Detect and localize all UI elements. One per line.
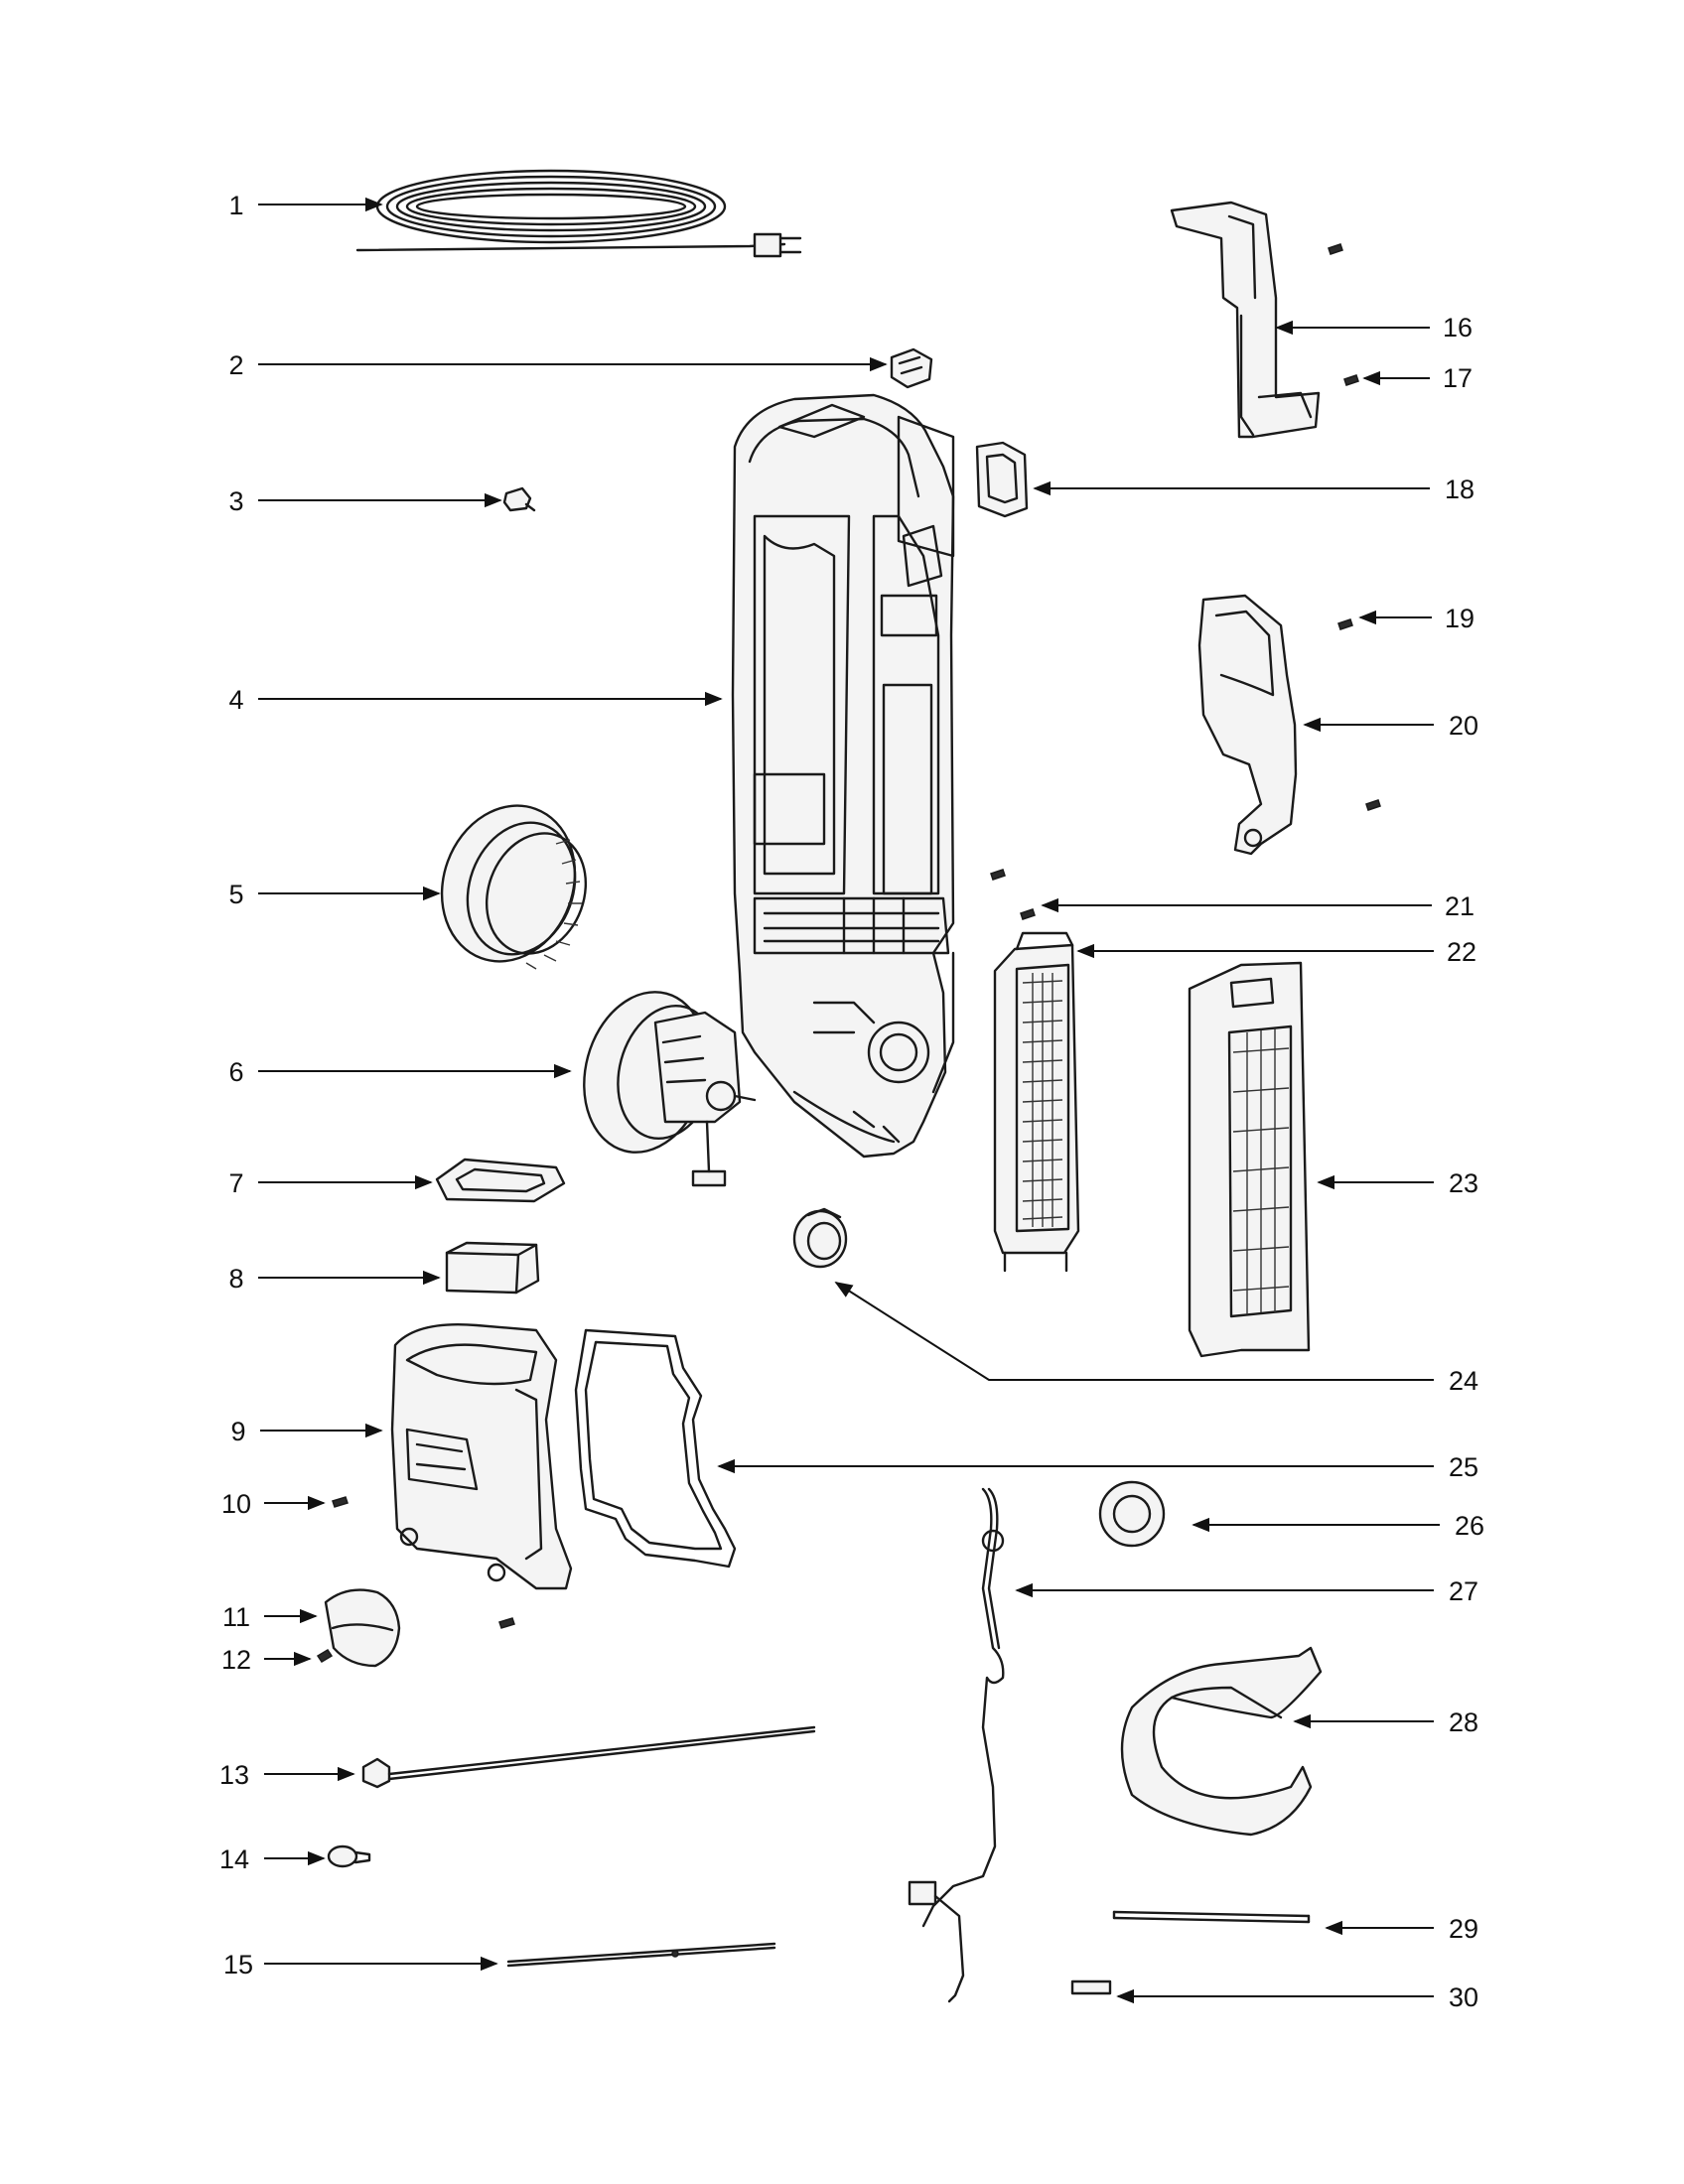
callout-label-3: 3 bbox=[228, 486, 243, 516]
callout-label-27: 27 bbox=[1449, 1576, 1478, 1606]
callout-22: 22 bbox=[1076, 937, 1476, 967]
grille-cover-part bbox=[1188, 961, 1311, 1358]
gasket-part bbox=[435, 1158, 566, 1203]
rod-29-part bbox=[1112, 1910, 1311, 1924]
callout-label-26: 26 bbox=[1455, 1511, 1484, 1541]
callout-16: 16 bbox=[1275, 313, 1473, 342]
latch-part bbox=[890, 347, 933, 389]
rod-knob-part bbox=[361, 1725, 816, 1789]
callout-label-22: 22 bbox=[1447, 937, 1476, 967]
callout-label-19: 19 bbox=[1445, 604, 1474, 633]
callout-label-10: 10 bbox=[221, 1489, 251, 1519]
screw-parts bbox=[316, 243, 1381, 1664]
wiring-harness-part bbox=[908, 1487, 1005, 2003]
power-cord-part bbox=[355, 169, 802, 258]
handle-bracket-part bbox=[1197, 594, 1298, 856]
callout-label-21: 21 bbox=[1445, 891, 1474, 921]
valve-knob-part bbox=[792, 1207, 848, 1269]
callout-label-7: 7 bbox=[228, 1168, 243, 1198]
motor-assembly-part bbox=[583, 991, 757, 1187]
callout-label-25: 25 bbox=[1449, 1452, 1478, 1482]
square-seal-part bbox=[975, 441, 1029, 518]
callout-label-23: 23 bbox=[1449, 1168, 1478, 1198]
callout-24: 24 bbox=[834, 1282, 1478, 1396]
small-knob-part bbox=[327, 1844, 371, 1868]
main-body-housing-part bbox=[731, 393, 955, 1159]
callout-label-1: 1 bbox=[228, 191, 243, 220]
callout-label-12: 12 bbox=[221, 1645, 251, 1675]
belt-ring-part bbox=[440, 804, 588, 970]
callout-label-30: 30 bbox=[1449, 1982, 1478, 2012]
callout-20: 20 bbox=[1303, 711, 1478, 741]
callout-28: 28 bbox=[1293, 1707, 1478, 1737]
large-gasket-part bbox=[574, 1328, 737, 1569]
callout-8: 8 bbox=[228, 1264, 441, 1294]
small-block-part bbox=[1070, 1979, 1112, 1995]
filter-frame-part bbox=[993, 931, 1080, 1273]
callout-15: 15 bbox=[223, 1950, 498, 1979]
callout-1: 1 bbox=[228, 191, 383, 220]
callout-label-15: 15 bbox=[223, 1950, 253, 1979]
callout-label-24: 24 bbox=[1449, 1366, 1478, 1396]
callout-label-14: 14 bbox=[219, 1844, 249, 1874]
callout-12: 12 bbox=[221, 1645, 312, 1675]
callout-label-20: 20 bbox=[1449, 711, 1478, 741]
callout-label-29: 29 bbox=[1449, 1914, 1478, 1944]
callout-label-13: 13 bbox=[219, 1760, 249, 1790]
callout-18: 18 bbox=[1033, 475, 1474, 504]
callout-label-2: 2 bbox=[228, 350, 243, 380]
callout-label-6: 6 bbox=[228, 1057, 243, 1087]
callout-label-18: 18 bbox=[1445, 475, 1474, 504]
callout-label-9: 9 bbox=[230, 1417, 245, 1446]
thin-rod-part bbox=[506, 1942, 776, 1968]
callout-30: 30 bbox=[1116, 1982, 1478, 2012]
callout-label-17: 17 bbox=[1443, 363, 1473, 393]
callout-5: 5 bbox=[228, 880, 441, 909]
callout-26: 26 bbox=[1192, 1511, 1484, 1541]
callout-17: 17 bbox=[1362, 363, 1473, 393]
callout-3: 3 bbox=[228, 486, 502, 516]
callout-14: 14 bbox=[219, 1844, 326, 1874]
callout-label-16: 16 bbox=[1443, 313, 1473, 342]
callout-label-5: 5 bbox=[228, 880, 243, 909]
bracket-part bbox=[1170, 201, 1321, 439]
callout-21: 21 bbox=[1041, 891, 1474, 921]
screw-plug-part bbox=[502, 486, 536, 512]
callout-23: 23 bbox=[1317, 1168, 1478, 1198]
callout-10: 10 bbox=[221, 1489, 326, 1519]
callout-label-8: 8 bbox=[228, 1264, 243, 1294]
callout-9: 9 bbox=[230, 1417, 383, 1446]
callout-29: 29 bbox=[1325, 1914, 1478, 1944]
callout-19: 19 bbox=[1358, 604, 1474, 633]
callout-11: 11 bbox=[222, 1602, 318, 1632]
callout-6: 6 bbox=[228, 1057, 572, 1087]
washer-ring-part bbox=[1098, 1480, 1166, 1548]
curved-shield-part bbox=[1120, 1646, 1323, 1837]
callout-label-4: 4 bbox=[228, 685, 243, 715]
callout-4: 4 bbox=[228, 685, 723, 715]
cap-part bbox=[324, 1588, 401, 1668]
callout-7: 7 bbox=[228, 1168, 433, 1198]
filter-block-part bbox=[445, 1241, 540, 1295]
leader-line-24 bbox=[834, 1282, 1434, 1381]
callout-label-28: 28 bbox=[1449, 1707, 1478, 1737]
dirt-cup-housing-part bbox=[390, 1323, 573, 1590]
callout-13: 13 bbox=[219, 1760, 355, 1790]
callout-label-11: 11 bbox=[222, 1602, 250, 1632]
callout-25: 25 bbox=[717, 1452, 1478, 1482]
callout-2: 2 bbox=[228, 350, 888, 380]
callout-27: 27 bbox=[1015, 1576, 1478, 1606]
